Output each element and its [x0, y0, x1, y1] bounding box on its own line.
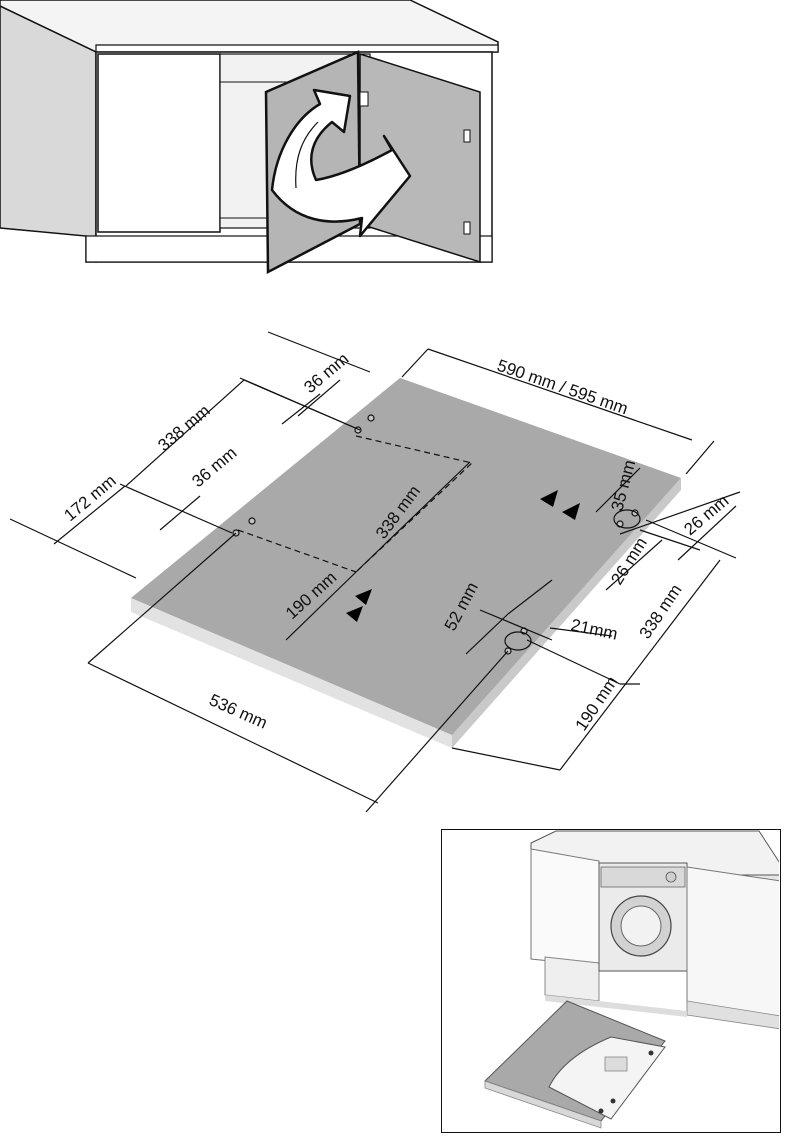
cabinet-side	[0, 5, 97, 263]
dim-right-edge-a: 26 mm	[680, 491, 732, 539]
mounting-holes	[232, 414, 639, 655]
paper-template	[548, 1036, 666, 1120]
dim-left-hole: 36 mm	[188, 443, 240, 491]
dim-width: 536 mm	[206, 690, 270, 732]
direction-arrows	[346, 490, 580, 622]
dim-bottom-hole-edge: 21mm	[569, 615, 619, 643]
panel-dimension-diagram: 590 mm / 595 mm 36 mm 338 mm 36 mm 172 m…	[9, 331, 741, 813]
dimension-lines	[9, 331, 741, 813]
left-door	[97, 53, 221, 233]
dim-right-bottom: 190 mm	[572, 673, 622, 735]
curved-arrow-icon	[270, 88, 412, 238]
dim-left-hinge-spacing: 338 mm	[154, 401, 213, 455]
cabinet-illustration	[0, 0, 499, 275]
dim-depth: 590 mm / 595 mm	[495, 356, 631, 419]
dim-right-spacing: 338 mm	[636, 581, 686, 643]
installed-machine-illustration	[484, 830, 779, 1129]
installed-machine-frame	[441, 829, 781, 1133]
dim-left-top-hole: 36 mm	[300, 349, 352, 397]
